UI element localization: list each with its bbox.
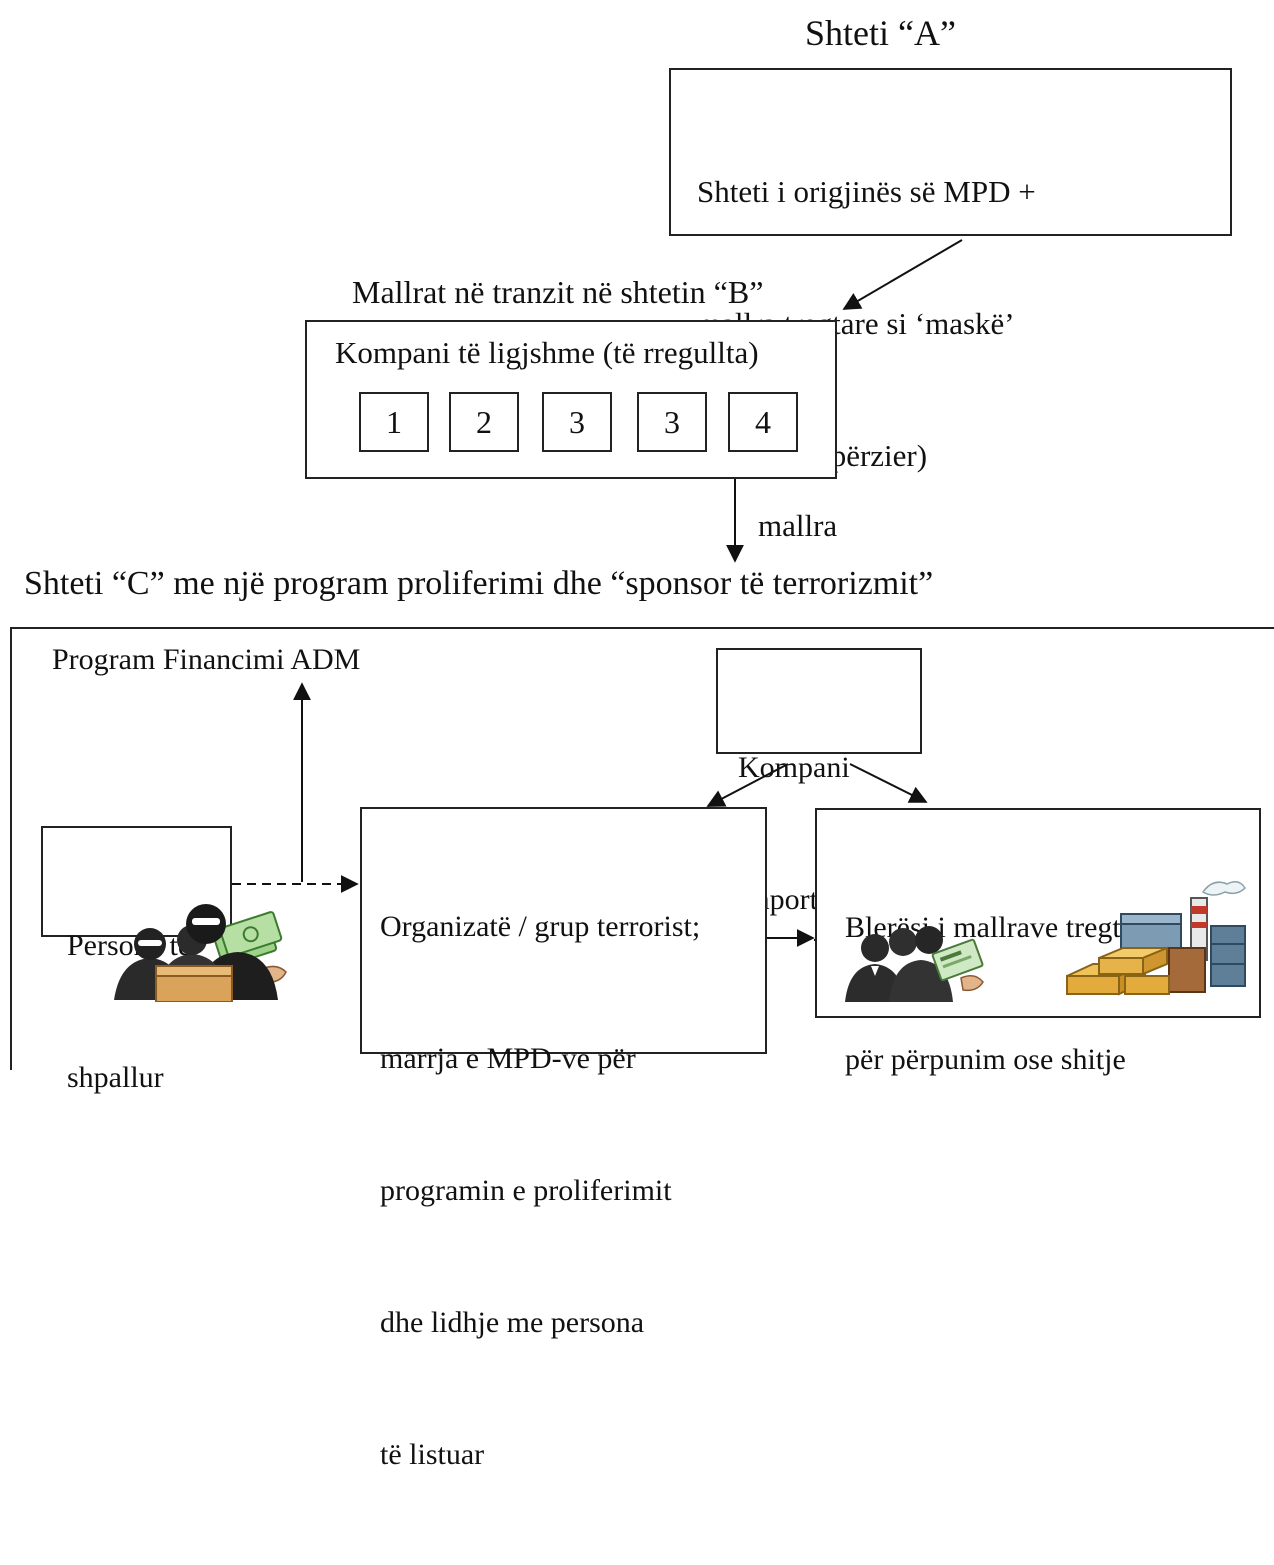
state-c-frame <box>10 627 1274 1070</box>
company-box: 2 <box>449 392 519 452</box>
wmd-financing-program: Program Financimi ADM <box>52 643 361 676</box>
terror-org-line: programin e proliferimit <box>380 1174 672 1207</box>
business-people-icon <box>845 926 984 1002</box>
goods-stack-icon <box>1066 881 1246 996</box>
state-c-title: Shteti “C” me një program proliferimi dh… <box>24 565 934 602</box>
connector-layer <box>232 239 963 947</box>
importing-companies-box: Kompani importuese <box>716 648 922 916</box>
arrow-importers-to-org <box>706 763 789 807</box>
buyer-line: për përpunim ose shitje <box>845 1043 1126 1076</box>
state-a-line: Shteti i origjinës së MPD + <box>697 174 1036 209</box>
company-box: 3 <box>542 392 612 452</box>
goods-buyer-box: Blerësi i mallrave tregtare për përpunim… <box>815 808 1261 1076</box>
flow-label-goods: mallra <box>758 508 838 543</box>
legal-companies-title: Kompani të ligjshme (të rregullta) <box>335 335 759 370</box>
company-box: 4 <box>728 392 798 452</box>
terror-org-line: marrja e MPD-ve për <box>380 1042 636 1075</box>
company-box: 3 <box>637 392 707 452</box>
terrorist-organization-box: Organizatë / grup terrorist; marrja e MP… <box>360 807 767 1471</box>
state-a-title: Shteti “A” <box>805 13 956 53</box>
terror-org-line: dhe lidhje me persona <box>380 1306 645 1339</box>
arrow-importers-to-buyer <box>849 763 928 803</box>
terror-org-line: të listuar <box>380 1438 485 1471</box>
masked-persons-icon <box>114 904 287 1002</box>
arrow-a-to-b <box>842 239 963 310</box>
importers-line: Kompani <box>738 751 850 784</box>
terror-org-line: Organizatë / grup terrorist; <box>380 910 701 943</box>
declared-persons-line: shpallur <box>67 1061 164 1094</box>
state-b-title: Mallrat në tranzit në shtetin “B” <box>352 274 764 310</box>
company-box: 1 <box>359 392 429 452</box>
state-a-box: Shteti i origjinës së MPD + mallra tregt… <box>669 68 1232 473</box>
legal-companies-box: Kompani të ligjshme (të rregullta) 1 2 3… <box>305 320 837 479</box>
